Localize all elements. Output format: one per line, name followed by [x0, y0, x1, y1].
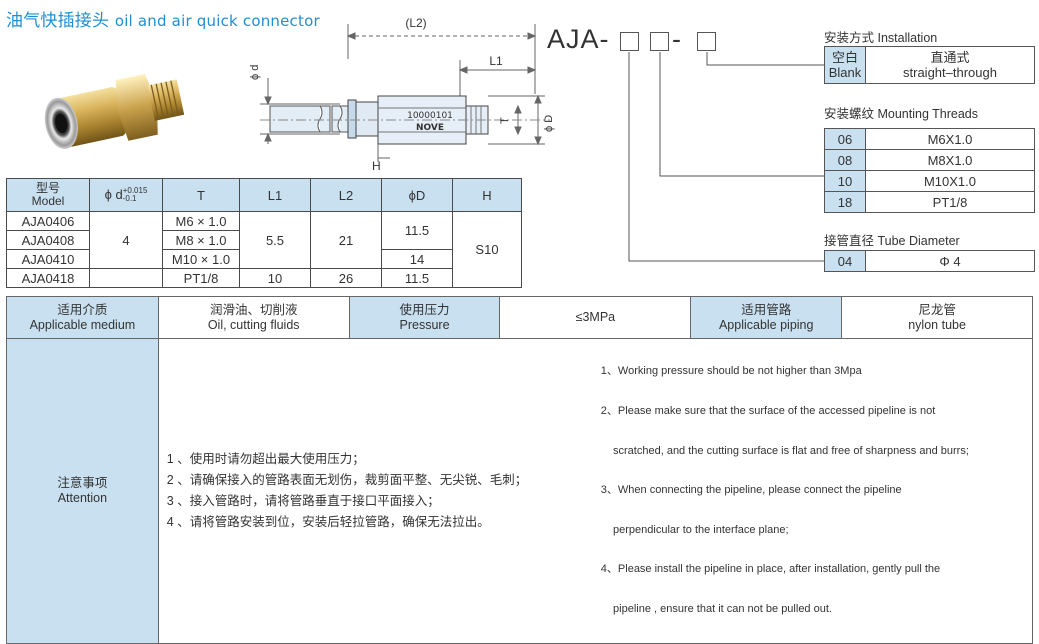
tube-table: 04 Φ 4: [824, 250, 1035, 272]
thread-value: M6X1.0: [865, 128, 1035, 150]
code-prefix: AJA-: [547, 24, 610, 54]
code-box-thread: [650, 32, 669, 51]
model-cell: AJA0406: [6, 211, 90, 231]
thread-code: 06: [824, 128, 866, 150]
col-D: ϕD: [381, 178, 453, 212]
col-l2: L2: [310, 178, 382, 212]
body-marking-number: 10000101: [407, 111, 453, 121]
threads-table: 06 M6X1.0 08 M8X1.0 10 M10X1.0 18 PT1/8: [824, 128, 1035, 213]
col-h: H: [452, 178, 522, 212]
D-cell: 11.5: [381, 211, 453, 250]
t-cell: M10 × 1.0: [162, 249, 240, 269]
label-D: ϕ D: [543, 115, 555, 132]
label-t: T: [499, 117, 511, 124]
tube-code: 04: [824, 250, 866, 272]
t-cell: M6 × 1.0: [162, 211, 240, 231]
note-en-item: 3、When connecting the pipeline, please c…: [600, 484, 902, 497]
label-l1: L1: [489, 54, 503, 68]
D-cell: 11.5: [381, 268, 453, 288]
notes-en: 1、Working pressure should be not higher …: [597, 339, 1032, 643]
code-leader-lines: [628, 52, 825, 262]
col-d: ϕ d+0.015-0.1: [89, 178, 163, 212]
l1-cell: 5.5: [239, 211, 311, 269]
code-box-tube: [620, 32, 639, 51]
thread-value: M8X1.0: [865, 149, 1035, 171]
note-cn-item: 1 、使用时请勿超出最大使用压力；: [166, 451, 365, 466]
l1-cell: 10: [239, 268, 311, 288]
d-cell: 4: [89, 211, 163, 269]
threads-label: 安装螺纹 Mounting Threads: [824, 107, 978, 121]
spec-table: 型号 Model ϕ d+0.015-0.1 T L1 L2 ϕD H AJA0…: [6, 178, 522, 288]
connector-drawing: 10000101 NOVE (L2) L1 ϕ d T ϕ D H: [249, 16, 555, 173]
model-cell: AJA0408: [6, 230, 90, 250]
thread-code: 08: [824, 149, 866, 171]
thread-code: 18: [824, 191, 866, 213]
title-cn: 油气快插接头: [6, 11, 110, 31]
code-box-install: [697, 32, 716, 51]
d-cell-empty: [89, 268, 163, 288]
tube-label: 接管直径 Tube Diameter: [824, 234, 960, 248]
notes-cn: 1 、使用时请勿超出最大使用压力； 2 、请确保接入的管路表面无划伤，裁剪面平整…: [159, 449, 597, 533]
note-cn-item: 3 、接入管路时，请将管路垂直于接口平面接入；: [166, 493, 440, 508]
col-model: 型号 Model: [6, 178, 90, 212]
label-d: ϕ d: [249, 65, 261, 80]
l2-cell: 21: [310, 211, 382, 269]
note-cn-item: 4 、请将管路安装到位，安装后轻拉管路，确保无法拉出。: [166, 514, 490, 529]
tube-value: Φ 4: [865, 250, 1035, 272]
page-title: 油气快插接头 oil and air quick connector: [6, 6, 320, 31]
t-cell: M8 × 1.0: [162, 230, 240, 250]
note-en-item: perpendicular to the interface plane;: [600, 523, 789, 536]
label-l2: (L2): [405, 16, 426, 30]
thread-value: M10X1.0: [865, 170, 1035, 192]
note-en-item: 2、Please make sure that the surface of t…: [600, 405, 936, 418]
pressure-value: ≤3MPa: [499, 296, 692, 339]
attention-notes: 1 、使用时请勿超出最大使用压力； 2 、请确保接入的管路表面无划伤，裁剪面平整…: [157, 338, 1034, 644]
note-en-item: scratched, and the cutting surface is fl…: [600, 444, 969, 457]
title-en: oil and air quick connector: [114, 12, 320, 30]
model-cell: AJA0418: [6, 268, 90, 288]
h-cell: S10: [452, 211, 522, 288]
t-cell: PT1/8: [162, 268, 240, 288]
code-dash: -: [672, 24, 681, 54]
D-cell: 14: [381, 249, 453, 269]
product-photo: [44, 73, 185, 150]
thread-value: PT1/8: [865, 191, 1035, 213]
model-cell: AJA0410: [6, 249, 90, 269]
note-en-item: 1、Working pressure should be not higher …: [600, 365, 862, 378]
col-t: T: [162, 178, 240, 212]
note-en-item: pipeline , ensure that it can not be pul…: [600, 603, 832, 616]
thread-code: 10: [824, 170, 866, 192]
label-h: H: [372, 159, 381, 173]
note-cn-item: 2 、请确保接入的管路表面无划伤，裁剪面平整、无尖锐、毛刺；: [166, 472, 528, 487]
col-l1: L1: [239, 178, 311, 212]
installation-label: 安装方式 Installation: [824, 31, 938, 45]
l2-cell: 26: [310, 268, 382, 288]
body-marking-brand: NOVE: [416, 123, 444, 133]
note-en-item: 4、Please install the pipeline in place, …: [600, 563, 941, 576]
